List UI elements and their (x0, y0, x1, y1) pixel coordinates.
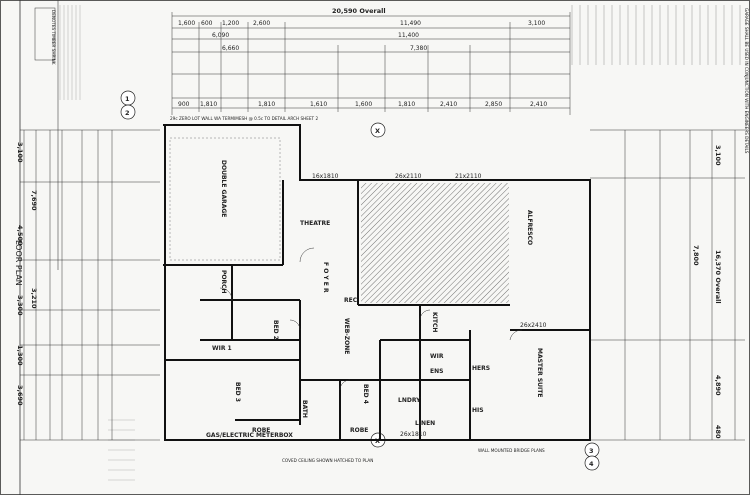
window-code-2: 26x2110 (395, 173, 422, 180)
gridline-label-x1: X (375, 127, 380, 135)
plan-title: LOOR PLAN (14, 240, 23, 286)
top-dim-6: 3,100 (528, 20, 545, 27)
room-linen: LINEN (415, 420, 435, 427)
chain-dim-1: 900 (178, 101, 190, 108)
left-dim-3: 4,500 (16, 225, 24, 246)
right-dim-1: 3,100 (714, 145, 722, 166)
gridline-label-2: 2 (125, 109, 130, 117)
zero-lot-wall-note: 29c ZERO LOT WALL WA TERMIMESH @ 0.5c TO… (170, 116, 318, 121)
right-dim-3: 16,370 Overall (714, 250, 722, 304)
room-kitchen: KITCH (431, 312, 438, 332)
top-dimensions (171, 12, 571, 115)
top-dim-1: 1,600 (178, 20, 195, 27)
room-lndry: LNDRY (398, 397, 421, 404)
chain-dim-6: 1,810 (398, 101, 415, 108)
gridline-label-3: 3 (589, 447, 594, 455)
coved-ceiling-note: COVED CEILING SHOWN HATCHED TO PLAN (282, 458, 373, 463)
top-dim-4: 2,600 (253, 20, 270, 27)
left-dim-1: 3,100 (16, 142, 24, 163)
window-code-1: 16x1810 (312, 173, 339, 180)
room-master: MASTER SUITE (536, 348, 543, 397)
room-foyer: F O Y E R (322, 262, 329, 293)
top-dim-5: 11,490 (400, 20, 421, 27)
gridline-circle-2 (120, 104, 136, 120)
window-code-3: 26x2410 (520, 322, 547, 329)
door-swings (219, 247, 523, 391)
room-robe-2: ROBE (350, 427, 368, 434)
top-dim-inner-2: 7,380 (410, 45, 427, 52)
notes-top-right: GARAGE SHALL BE USED IN CONJUNCTION WITH… (744, 8, 749, 154)
gridline-circle-x1 (370, 122, 386, 138)
left-dim-4: 3,210 (30, 288, 38, 309)
room-rec: REC (344, 297, 358, 304)
title-block: LOOR PLAN DENOTES TIMBER SHRINK (14, 0, 135, 495)
left-dim-7: 3,690 (16, 385, 24, 406)
chain-dim-3: 1,810 (258, 101, 275, 108)
room-bath: BATH (301, 400, 308, 418)
room-ens: ENS (430, 368, 443, 375)
gridline-circle-4 (584, 455, 600, 471)
notes-block: GARAGE SHALL BE USED IN CONJUNCTION WITH… (571, 5, 749, 154)
legend-text: DENOTES TIMBER SHRINK (51, 10, 56, 65)
gridline-label-1: 1 (125, 95, 130, 103)
left-dimensions (20, 129, 160, 441)
room-wir1: WIR 1 (212, 345, 232, 352)
chain-dim-8: 2,850 (485, 101, 502, 108)
top-dim-2: 600 (201, 20, 213, 27)
overall-top-dim: 20,590 Overall (332, 7, 386, 15)
right-dim-4: 4,890 (714, 375, 722, 396)
top-dim-inner-1: 6,660 (222, 45, 239, 52)
wall-mounted-note: WALL MOUNTED BRIDGE PLANS (478, 448, 545, 453)
top-dim-3: 1,200 (222, 20, 239, 27)
left-dim-5: 3,300 (16, 295, 24, 316)
room-hers: HERS (472, 365, 490, 372)
room-bed2: BED 2 (272, 320, 279, 340)
gridline-markers (120, 90, 600, 471)
left-dim-2: 7,690 (30, 190, 38, 211)
left-dim-6: 1,300 (16, 345, 24, 366)
room-theatre: THEATRE (300, 220, 330, 227)
right-dimensions (590, 129, 745, 441)
room-webzone: WEB-ZONE (343, 318, 350, 354)
room-his: HIS (472, 407, 484, 414)
room-robe: ROBE (252, 427, 270, 434)
window-code-5: 21x2110 (455, 173, 482, 180)
room-bed3: BED 3 (234, 382, 241, 402)
chain-dim-4: 1,610 (310, 101, 327, 108)
window-code-4: 26x1810 (400, 431, 427, 438)
top-dim-row2-2: 11,400 (398, 32, 419, 39)
room-alfresco: ALFRESCO (526, 210, 533, 245)
top-dim-row2-1: 6,090 (212, 32, 229, 39)
right-dim-2: 7,800 (692, 245, 700, 266)
chain-dim-5: 1,600 (355, 101, 372, 108)
building-walls (163, 124, 591, 441)
room-porch: PORCH (220, 270, 227, 294)
coved-ceiling-hatch (361, 183, 509, 303)
room-wir: WIR (430, 353, 444, 360)
meterbox-label: GAS/ELECTRIC METERBOX (206, 432, 293, 439)
right-dim-5: 480 (714, 425, 722, 439)
gridline-label-4: 4 (589, 460, 594, 468)
room-garage: DOUBLE GARAGE (220, 160, 227, 217)
chain-dim-2: 1,810 (200, 101, 217, 108)
chain-dim-9: 2,410 (530, 101, 547, 108)
chain-dim-7: 2,410 (440, 101, 457, 108)
room-bed4: BED 4 (362, 384, 369, 404)
